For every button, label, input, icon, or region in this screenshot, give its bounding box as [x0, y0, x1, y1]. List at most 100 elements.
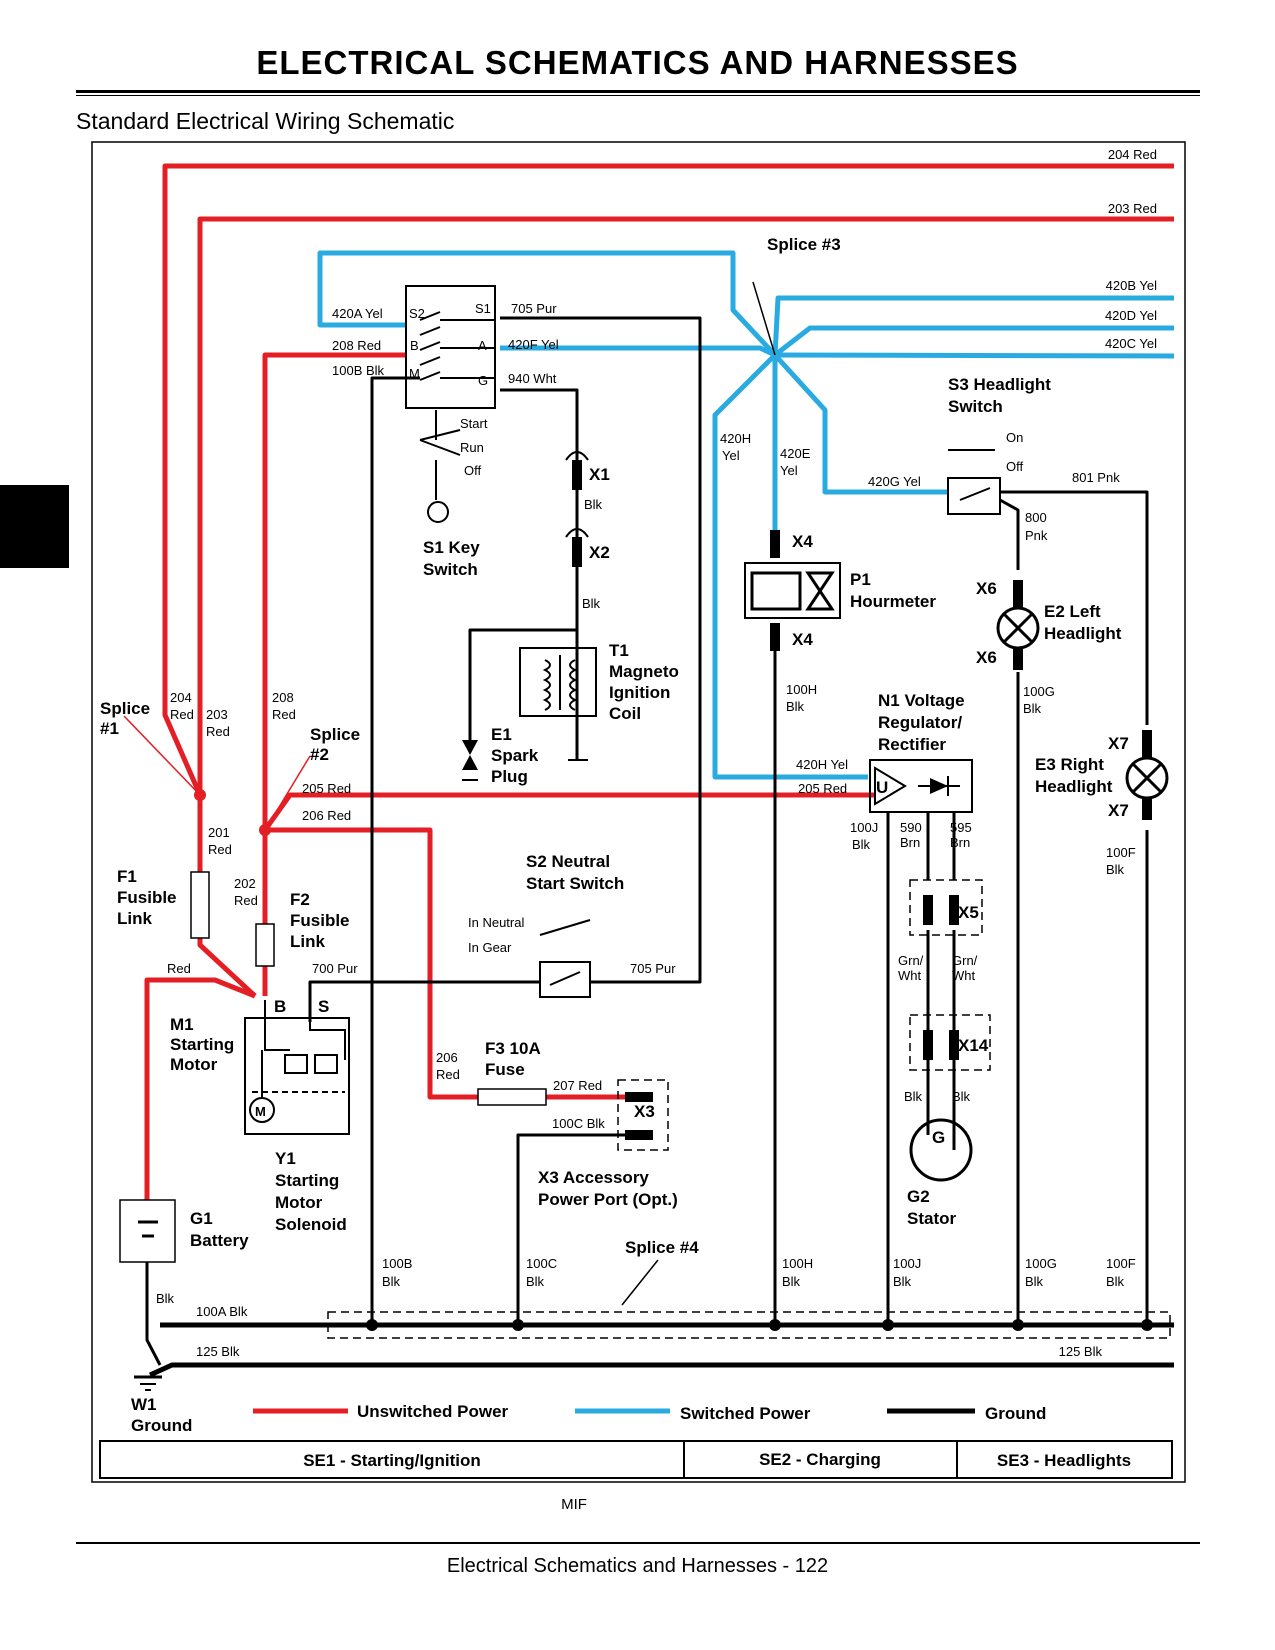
f2-label-a: F2: [290, 890, 310, 909]
label-204-red: 204 Red: [1108, 147, 1157, 162]
s1-terminal-a: A: [478, 338, 487, 353]
n1-terminal-u: U: [876, 778, 888, 797]
n1-regulator-box: [869, 759, 973, 813]
wire-208-red: [262, 352, 406, 830]
page-footer: Electrical Schematics and Harnesses - 12…: [446, 1555, 829, 1577]
s2-neutral-switch-box: [539, 961, 591, 998]
n1-label-c: Rectifier: [878, 735, 946, 754]
label-g100c-1: 100C: [526, 1256, 557, 1271]
label-595-1: 595: [950, 820, 972, 835]
s1-terminal-s2: S2: [409, 306, 425, 321]
label-g100f-1: 100F: [1106, 1256, 1136, 1271]
label-204-v2: Red: [170, 707, 194, 722]
label-grn-2a: Grn/: [952, 953, 978, 968]
label-100h-1: 100H: [786, 682, 817, 697]
wire-204-red: [162, 163, 1174, 797]
e3-label-a: E3 Right: [1035, 755, 1104, 774]
wire-203-red: [197, 216, 1174, 795]
s2-in-gear: In Gear: [468, 940, 512, 955]
label-420b: 420B Yel: [1106, 278, 1157, 293]
y1-label-c: Motor: [275, 1193, 323, 1212]
y1-label-d: Solenoid: [275, 1215, 347, 1234]
splice3-leader: [752, 281, 776, 356]
wire-206-red: [265, 827, 478, 1100]
f2-label-c: Link: [290, 932, 325, 951]
label-420f: 420F Yel: [508, 337, 559, 352]
label-207-red: 207 Red: [553, 1078, 602, 1093]
p1-label-b: Hourmeter: [850, 592, 936, 611]
label-205-red-a: 205 Red: [302, 781, 351, 796]
g1-label-a: G1: [190, 1209, 213, 1228]
s3-position-off: Off: [1006, 459, 1023, 474]
label-g100g-1: 100G: [1025, 1256, 1057, 1271]
m1-label-c: Motor: [170, 1055, 218, 1074]
s1-position-run: Run: [460, 440, 484, 455]
n1-label-b: Regulator/: [878, 713, 962, 732]
f1-label-b: Fusible: [117, 888, 177, 907]
label-g100j-2: Blk: [893, 1274, 912, 1289]
splice-1-label-b: #1: [100, 719, 119, 738]
label-blk-2: Blk: [582, 596, 601, 611]
x3-label: X3: [634, 1102, 655, 1121]
s2-label-b: Start Switch: [526, 874, 624, 893]
label-206-v1: 206: [436, 1050, 458, 1065]
page-subtitle: Standard Electrical Wiring Schematic: [76, 108, 455, 134]
label-blk-battery: Blk: [156, 1291, 175, 1306]
label-201-2: Red: [208, 842, 232, 857]
label-100j-1: 100J: [850, 820, 878, 835]
header-rule-thin: [76, 95, 1200, 96]
splice4-leader: [621, 1259, 659, 1306]
g2-label-b: Stator: [907, 1209, 957, 1228]
wire-800-pnk: [999, 498, 1020, 570]
label-590-2: Brn: [900, 835, 920, 850]
label-g100b-1: 100B: [382, 1256, 412, 1271]
x3-acc-label-b: Power Port (Opt.): [538, 1190, 678, 1209]
label-203-v2: Red: [206, 724, 230, 739]
component-labels: Splice #3 Splice #1 Splice #2 Splice #4 …: [100, 235, 1129, 1435]
wire-420h-yel: [712, 353, 868, 780]
m1-label-a: M1: [170, 1015, 194, 1034]
label-205-red-b: 205 Red: [798, 781, 847, 796]
x7-label-b: X7: [1108, 801, 1129, 820]
label-g100j-1: 100J: [893, 1256, 921, 1271]
g1-label-b: Battery: [190, 1231, 249, 1250]
s2-in-neutral: In Neutral: [468, 915, 524, 930]
section-se3: SE3 - Headlights: [997, 1451, 1131, 1470]
legend-switched-label: Switched Power: [680, 1404, 811, 1423]
s1-terminal-m: M: [409, 366, 420, 381]
g1-battery-box: [119, 1199, 176, 1263]
label-g100g-2: Blk: [1025, 1274, 1044, 1289]
label-940: 940 Wht: [508, 371, 557, 386]
legend: Unswitched Power Switched Power Ground: [253, 1402, 1046, 1423]
mif-label: MIF: [561, 1496, 587, 1513]
label-125-blk-a: 125 Blk: [196, 1344, 240, 1359]
page-header: ELECTRICAL SCHEMATICS AND HARNESSES: [256, 44, 1019, 81]
label-801: 801 Pnk: [1072, 470, 1120, 485]
f3-label-b: Fuse: [485, 1060, 525, 1079]
s3-headlight-switch-box: [947, 477, 1001, 515]
x5-label: X5: [958, 903, 979, 922]
label-blk-1: Blk: [584, 497, 603, 512]
x7-label-a: X7: [1108, 734, 1129, 753]
label-420e-1: 420E: [780, 446, 811, 461]
t1-label-b: Magneto: [609, 662, 679, 681]
splice2-leader: [269, 755, 311, 823]
wire-to-spark: [468, 567, 579, 740]
label-100b: 100B Blk: [332, 363, 385, 378]
label-206-v2: Red: [436, 1067, 460, 1082]
wire-420a-yel: [317, 250, 777, 357]
label-g100f-2: Blk: [1106, 1274, 1125, 1289]
f3-label-a: F3 10A: [485, 1039, 541, 1058]
label-100f-1: 100F: [1106, 845, 1136, 860]
wire-labels: 204 Red 203 Red 420A Yel 208 Red 100B Bl…: [156, 147, 1157, 1359]
label-100a-blk: 100A Blk: [196, 1304, 248, 1319]
splice-2-dot: [259, 824, 271, 836]
label-420h-2: Yel: [722, 448, 740, 463]
wire-420g-yel: [773, 353, 948, 495]
label-705-pur: 705 Pur: [630, 961, 676, 976]
label-100f-2: Blk: [1106, 862, 1125, 877]
m1-label-b: Starting: [170, 1035, 234, 1054]
section-se1: SE1 - Starting/Ignition: [303, 1451, 481, 1470]
g2-label-a: G2: [907, 1187, 930, 1206]
y1-label-a: Y1: [275, 1149, 296, 1168]
